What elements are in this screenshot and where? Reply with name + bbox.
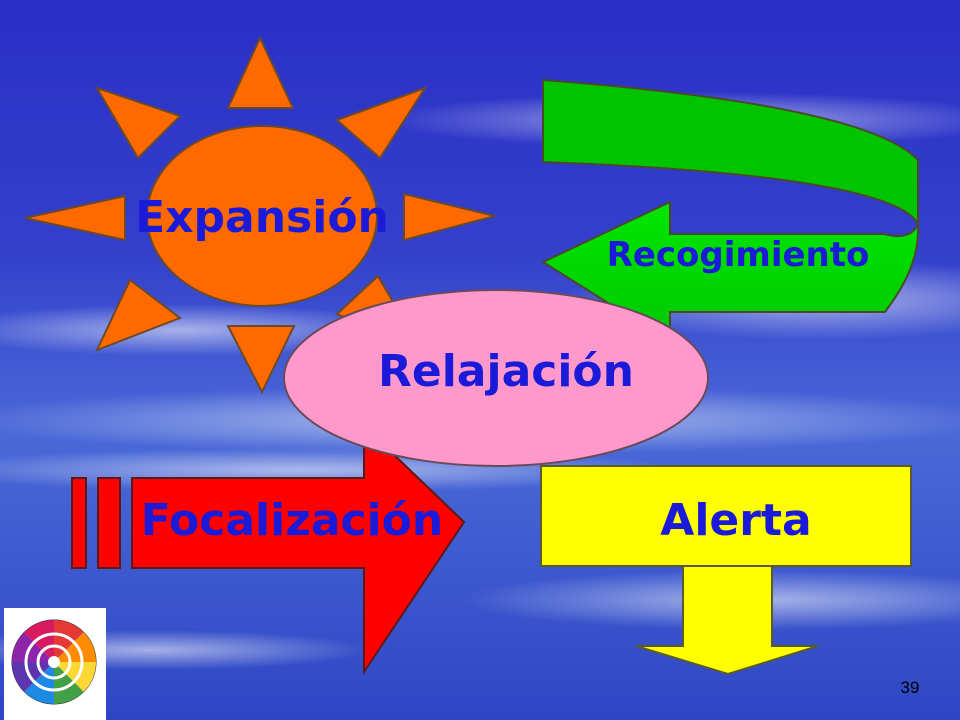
page-number: 39 — [900, 678, 920, 697]
label-expansion: Expansión — [135, 192, 389, 243]
yellow-box — [540, 465, 912, 567]
pink-ellipse — [283, 289, 709, 467]
green-curved-arrow — [540, 78, 920, 344]
label-recogimiento: Recogimiento — [607, 235, 870, 275]
red-arrow — [71, 423, 466, 676]
label-focalizacion-blue: Focalización — [141, 495, 443, 546]
label-relajacion: Relajación — [378, 346, 634, 397]
sun-ray-left — [24, 194, 126, 242]
red-arrow-body — [131, 423, 466, 676]
logo-mandala — [4, 608, 106, 720]
sun-core — [146, 125, 378, 307]
sun-ray-right — [403, 192, 496, 242]
sun-ray-bottom-left — [95, 278, 183, 352]
sun-ray-top-left — [94, 86, 182, 160]
yellow-alert-shape — [540, 465, 912, 676]
red-arrow-stripe-1 — [71, 477, 87, 569]
sun-ray-top — [226, 35, 295, 109]
sun-ray-bottom — [226, 325, 296, 395]
yellow-down-arrow — [635, 565, 819, 676]
red-arrow-stripe-2 — [97, 477, 121, 569]
sun-ray-top-right — [335, 86, 428, 160]
label-alerta: Alerta — [660, 495, 811, 546]
